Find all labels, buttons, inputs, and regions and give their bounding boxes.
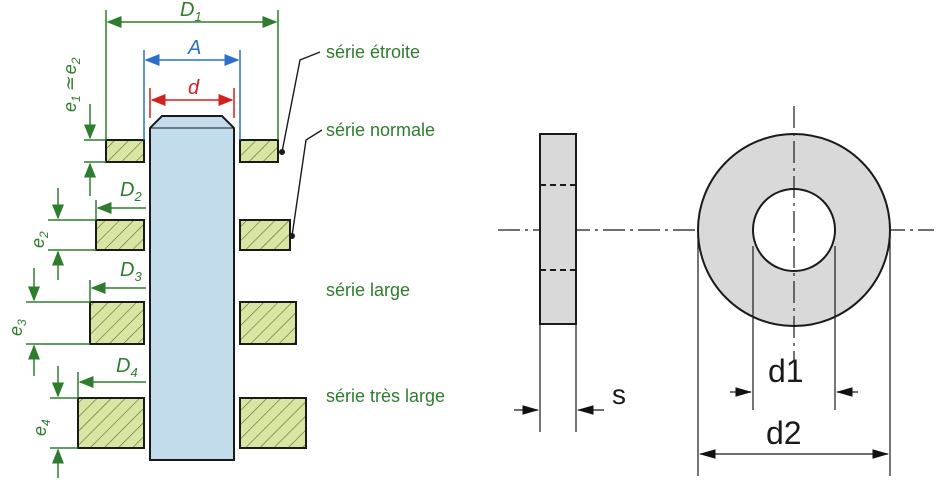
dim-A — [143, 50, 241, 140]
leader-dot-normale — [289, 233, 295, 239]
label-e1-e2: e1≃e2 — [60, 57, 83, 112]
label-d: d — [188, 77, 200, 99]
dim-d1 — [730, 246, 858, 410]
label-e2: e2 — [28, 231, 51, 248]
label-D1: D1 — [180, 0, 202, 24]
label-serie-normale: série normale — [326, 120, 435, 140]
shaft — [149, 115, 235, 461]
dim-D4 — [77, 372, 146, 398]
washer-serie-etroite — [105, 139, 279, 163]
label-s: s — [612, 379, 626, 410]
washer-serie-normale — [95, 219, 291, 251]
washer-side-view — [539, 133, 577, 325]
label-d2: d2 — [766, 415, 802, 451]
label-e4: e4 — [30, 419, 53, 436]
label-D3: D3 — [120, 259, 142, 284]
leader-lines — [281, 51, 323, 237]
label-serie-etroite: série étroite — [326, 42, 420, 62]
dim-e2 — [48, 188, 96, 280]
label-D2: D2 — [120, 179, 142, 204]
washer-serie-tres-large — [77, 397, 307, 449]
dim-D1 — [105, 10, 279, 140]
label-A: A — [187, 37, 201, 59]
dim-D2 — [95, 200, 146, 220]
label-serie-large: série large — [326, 280, 410, 300]
left-figure: D1 A d D2 D3 D4 — [6, 0, 445, 478]
dim-D3 — [89, 280, 146, 302]
label-serie-tres-large: série très large — [326, 386, 445, 406]
label-D4: D4 — [116, 355, 138, 380]
dim-s — [514, 324, 604, 432]
dim-d2 — [697, 236, 891, 476]
washer-serie-large — [89, 301, 297, 345]
label-d1: d1 — [768, 353, 804, 389]
label-e3: e3 — [6, 319, 29, 336]
dim-d — [149, 88, 235, 118]
right-figure: s d1 d2 — [498, 106, 934, 476]
dim-e3 — [26, 268, 90, 376]
leader-dot-etroite — [279, 149, 285, 155]
dim-e1-e2 — [84, 104, 106, 196]
dim-e4 — [50, 366, 78, 478]
